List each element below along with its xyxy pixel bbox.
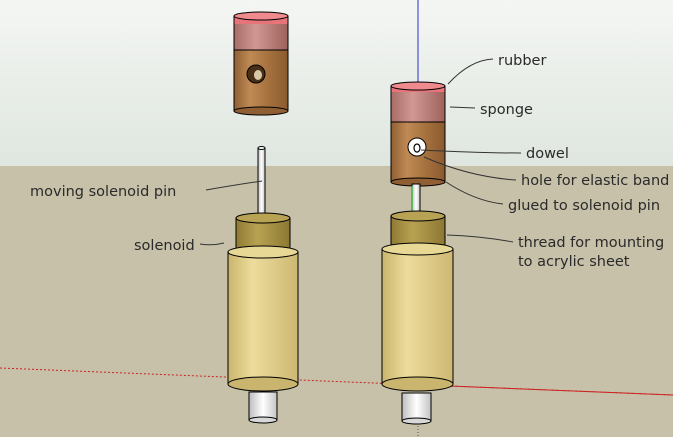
leader-sponge (449, 106, 476, 109)
right-solenoid-body (381, 242, 454, 392)
leader-moving-pin (205, 180, 263, 191)
leader-glued (445, 181, 504, 205)
leader-thread (446, 234, 514, 243)
sky-background (0, 0, 673, 166)
right-bottom-shaft (401, 392, 432, 425)
leader-solenoid (199, 242, 225, 246)
leader-dowel (420, 149, 522, 154)
label-sponge: sponge (480, 102, 533, 118)
left-moving-pin (257, 147, 266, 219)
label-glued-to-solenoid-pin: glued to solenoid pin (508, 198, 660, 214)
label-rubber: rubber (498, 53, 546, 69)
ground-plane (0, 166, 673, 437)
left-solenoid-body (227, 245, 299, 392)
red-axis-line-solid (449, 385, 673, 396)
label-thread-line1: thread for mounting (518, 235, 664, 251)
label-moving-solenoid-pin: moving solenoid pin (30, 184, 176, 200)
right-dowel-cap (390, 81, 446, 187)
label-thread-line2: to acrylic sheet (518, 254, 630, 270)
left-bottom-shaft (248, 391, 278, 424)
label-dowel: dowel (526, 146, 569, 162)
left-dowel-cap (233, 11, 289, 116)
leader-hole (423, 156, 517, 181)
label-solenoid: solenoid (134, 238, 195, 254)
leader-rubber (447, 58, 494, 85)
label-hole-for-elastic-band: hole for elastic band (521, 173, 669, 189)
